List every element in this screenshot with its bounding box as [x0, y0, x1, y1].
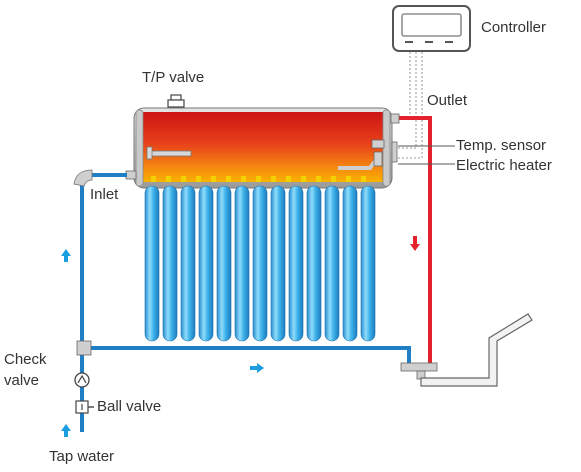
hot-outlet-pipe — [390, 113, 432, 367]
inlet-connector — [125, 170, 137, 180]
check-valve-icon — [74, 372, 90, 388]
storage-tank — [133, 107, 393, 189]
drain-pipe — [420, 313, 533, 387]
tap-water-label: Tap water — [49, 448, 115, 465]
controller-icon — [392, 5, 471, 52]
ball-valve-label: Ball valve — [97, 398, 162, 415]
tp-valve-label: T/P valve — [142, 69, 205, 86]
tee-fitting — [76, 340, 92, 356]
leader-lines — [398, 145, 455, 165]
inlet-label: Inlet — [90, 186, 119, 203]
controller-label: Controller — [481, 19, 547, 36]
temp-sensor — [371, 139, 398, 163]
flow-arrow-icon — [410, 236, 420, 251]
electric-heater-label: Electric heater — [456, 157, 552, 174]
electric-heater — [338, 151, 383, 170]
flow-arrow-icon — [61, 249, 71, 262]
drain-fitting — [400, 362, 438, 380]
check-valve-label-line1: Check — [4, 351, 47, 368]
evacuated-tubes — [144, 185, 376, 342]
tp-valve-icon — [167, 94, 185, 108]
outlet-label: Outlet — [427, 92, 468, 109]
flow-arrow-icon — [250, 363, 264, 373]
temp-sensor-label: Temp. sensor — [456, 137, 547, 154]
check-valve-label-line2: valve — [4, 372, 40, 389]
controller-wires — [396, 52, 423, 159]
inlet-elbow — [73, 169, 93, 187]
ball-valve-icon — [75, 400, 94, 414]
flow-arrow-icon — [61, 424, 71, 437]
